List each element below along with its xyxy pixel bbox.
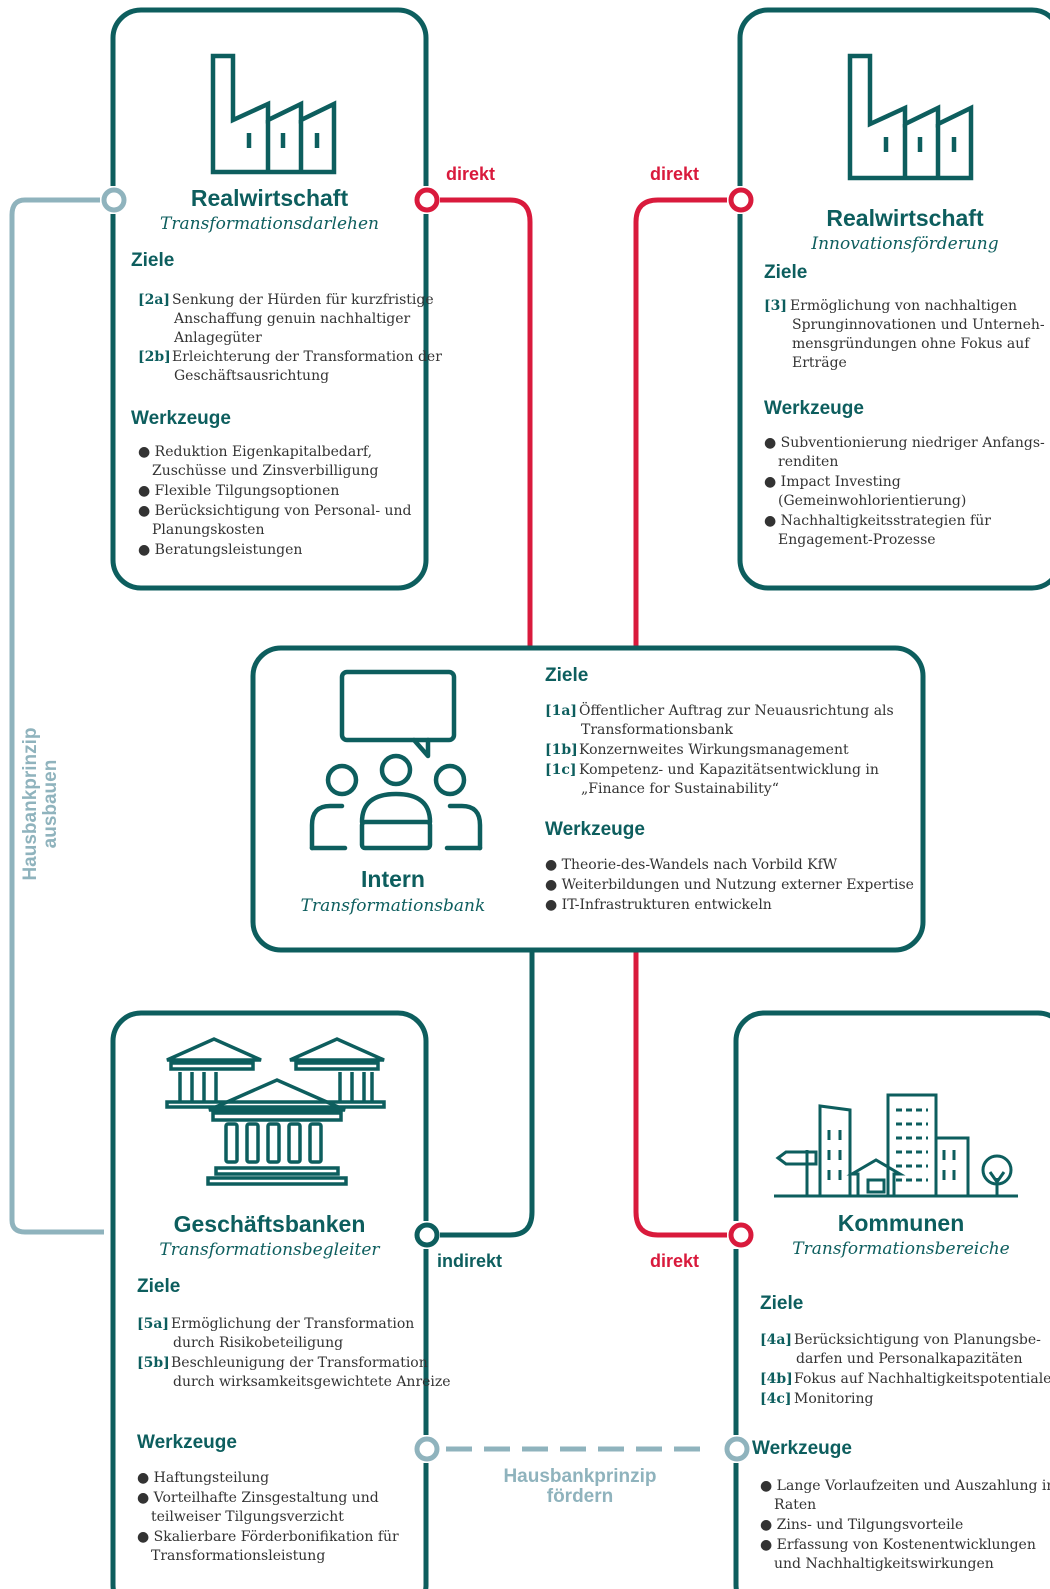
tool-item: ● Impact Investing (Gemeinwohlorientieru… [764, 474, 967, 509]
goal-item: [5a]Ermöglichung der Transformation durc… [137, 1316, 415, 1351]
link-label-hausbank-ausbauen: Hausbankprinzip ausbauen [20, 727, 61, 881]
tools-heading: Werkzeuge [137, 1432, 237, 1453]
link-label-indirekt: indirekt [437, 1251, 503, 1271]
goal-item: [4b]Fokus auf Nachhaltigkeitspotentiale [760, 1371, 1050, 1387]
tools-heading: Werkzeuge [545, 819, 645, 840]
box-kommunen-transformationsbereiche: Kommunen Transformationsbereiche Ziele [… [736, 1013, 1050, 1589]
tool-item: ● Lange Vorlaufzeiten und Auszahlung in … [760, 1478, 1050, 1513]
goal-item: [1a]Öffentlicher Auftrag zur Neuausricht… [545, 703, 894, 738]
goal-item: [4c]Monitoring [760, 1391, 874, 1407]
tool-item: ● Reduktion Eigenkapitalbedarf, Zuschüss… [138, 444, 379, 479]
box-subtitle: Innovationsförderung [811, 234, 999, 254]
tool-item: ● Haftungsteilung [137, 1470, 270, 1486]
box-subtitle: Transformationsbegleiter [159, 1240, 380, 1260]
box-intern-transformationsbank: Intern Transformationsbank Ziele [1a]Öff… [253, 648, 923, 950]
link-label-direkt: direkt [446, 164, 496, 184]
box-title: Realwirtschaft [826, 205, 984, 231]
goal-item: [4a]Berücksichtigung von Planungsbe-darf… [760, 1332, 1041, 1367]
factory-icon [210, 53, 337, 175]
box-subtitle: Transformationsdarlehen [160, 214, 379, 234]
tools-heading: Werkzeuge [752, 1438, 852, 1459]
factory-icon [847, 53, 974, 181]
goals-heading: Ziele [760, 1293, 804, 1314]
goals-heading: Ziele [137, 1276, 181, 1297]
tool-item: ● Theorie-des-Wandels nach Vorbild KfW [545, 857, 838, 873]
box-title: Intern [361, 866, 425, 892]
goals-heading: Ziele [131, 250, 175, 271]
link-label-direkt: direkt [650, 1251, 700, 1271]
box-realwirtschaft-innovationsfoerderung: Realwirtschaft Innovationsförderung Ziel… [740, 10, 1045, 588]
box-title: Kommunen [837, 1210, 965, 1236]
goal-item: [5b]Beschleunigung der Transformation du… [137, 1355, 451, 1390]
tool-item: ● Berücksichtigung von Personal- und Pla… [138, 503, 412, 538]
tool-item: ● Nachhaltigkeitsstrategien für Engageme… [764, 513, 991, 548]
box-title: Realwirtschaft [190, 185, 349, 211]
link-label-direkt: direkt [650, 164, 700, 184]
goal-item: [1b]Konzernweites Wirkungsmanagement [545, 742, 849, 758]
goals-heading: Ziele [545, 665, 589, 686]
box-realwirtschaft-transformationsdarlehen: Realwirtschaft Transformationsdarlehen Z… [113, 10, 442, 588]
goal-item: [3]Ermöglichung von nachhaltigen Sprungi… [764, 298, 1045, 371]
bank-building-icon [165, 1037, 386, 1186]
box-subtitle: Transformationsbereiche [792, 1239, 1010, 1259]
tool-item: ● Flexible Tilgungsoptionen [138, 483, 340, 499]
tools-heading: Werkzeuge [131, 408, 231, 429]
tools-heading: Werkzeuge [764, 398, 864, 419]
goal-item: [1c]Kompetenz- und Kapazitätsentwicklung… [545, 762, 879, 797]
box-subtitle: Transformationsbank [300, 896, 486, 916]
meeting-icon [309, 669, 483, 851]
tool-item: ● Skalierbare Förderbonifikation für Tra… [137, 1529, 399, 1564]
tool-item: ● Vorteilhafte Zinsgestaltung und teilwe… [137, 1490, 379, 1525]
tool-item: ● Subventionierung niedriger Anfangs-ren… [764, 435, 1045, 470]
box-title: Geschäftsbanken [173, 1211, 366, 1237]
tool-item: ● IT-Infrastrukturen entwickeln [545, 897, 772, 913]
box-geschaeftsbanken-transformationsbegleiter: Geschäftsbanken Transformationsbegleiter… [113, 1013, 451, 1589]
tool-item: ● Beratungsleistungen [138, 542, 303, 558]
tool-item: ● Weiterbildungen und Nutzung externer E… [545, 877, 914, 893]
goal-item: [2b]Erleichterung der Transformation der… [138, 349, 442, 384]
goals-heading: Ziele [764, 262, 808, 283]
goal-item: [2a]Senkung der Hürden für kurzfristige … [138, 292, 434, 346]
tool-item: ● Erfassung von Kostenentwicklungen und … [760, 1537, 1036, 1572]
city-icon [774, 1093, 1018, 1198]
link-label-hausbank-foerdern: Hausbankprinzip fördern [503, 1466, 657, 1507]
tool-item: ● Zins- und Tilgungsvorteile [760, 1517, 964, 1533]
